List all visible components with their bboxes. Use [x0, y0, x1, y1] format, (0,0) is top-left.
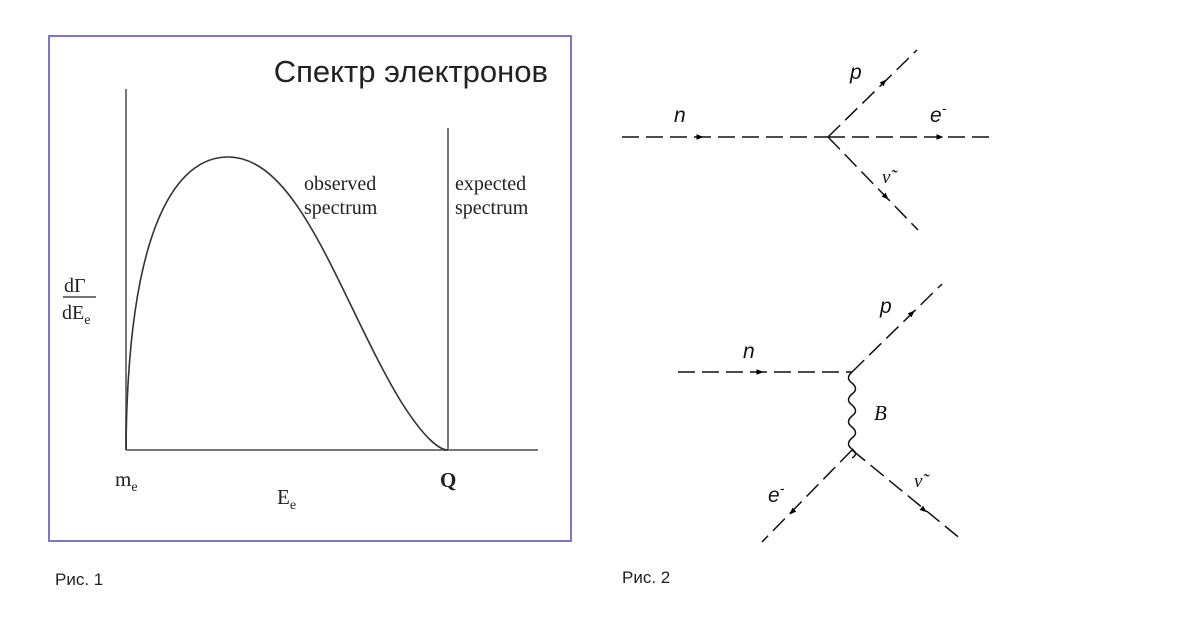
x-axis-label: Ee	[277, 485, 296, 513]
feynman-diagram-1	[622, 49, 990, 231]
d1-electron-sup: -	[942, 100, 947, 116]
proton-line-1	[827, 49, 918, 138]
d1-neutron-label: n	[674, 104, 686, 127]
x-max-label: Q	[440, 468, 456, 492]
y-label-den-main: dE	[62, 302, 84, 324]
figure2-caption: Рис. 2	[622, 568, 671, 587]
y-axis-label: dΓ dEe	[62, 275, 96, 328]
y-label-den-sub: e	[84, 313, 90, 328]
d1-antineutrino-label: ν̃	[882, 167, 898, 188]
d2-boson-label: B	[874, 401, 887, 425]
figure1-title: Спектр электронов	[274, 54, 548, 89]
y-label-denominator: dEe	[62, 302, 90, 328]
observed-spectrum-curve	[125, 156, 449, 451]
d2-electron-sup: -	[780, 480, 785, 496]
d2-proton-label: p	[879, 295, 892, 318]
d1-electron-main: e	[930, 104, 942, 127]
expected-label-1: expected	[455, 173, 526, 195]
antineutrino-line-1	[827, 136, 919, 231]
antineutrino-line-2	[851, 449, 963, 541]
figure1-frame	[48, 35, 572, 542]
d1-electron-label: e-	[930, 100, 947, 127]
feynman-diagram-2	[678, 283, 963, 543]
figure1-caption: Рис. 1	[55, 570, 104, 589]
boson-wavy-line	[847, 371, 857, 459]
x-axis-main: E	[277, 485, 290, 509]
figure1-spectrum: Спектр электронов observed spectrum expe…	[48, 35, 572, 542]
d2-neutron-label: n	[743, 340, 755, 363]
d1-proton-label: p	[849, 61, 862, 84]
proton-line-2	[851, 283, 943, 373]
electron-line-2	[761, 449, 853, 543]
x-min-label: me	[115, 467, 138, 495]
d2-electron-label: e-	[768, 480, 785, 507]
y-label-numerator: dΓ	[64, 275, 86, 297]
d2-electron-main: e	[768, 484, 780, 507]
x-min-sub: e	[131, 480, 137, 495]
observed-label-2: spectrum	[304, 197, 378, 219]
x-min-main: m	[115, 467, 131, 491]
d2-antineutrino-label: ν̃	[914, 471, 930, 492]
observed-label-1: observed	[304, 173, 376, 195]
x-axis-sub: e	[290, 498, 296, 513]
expected-label-2: spectrum	[455, 197, 529, 219]
